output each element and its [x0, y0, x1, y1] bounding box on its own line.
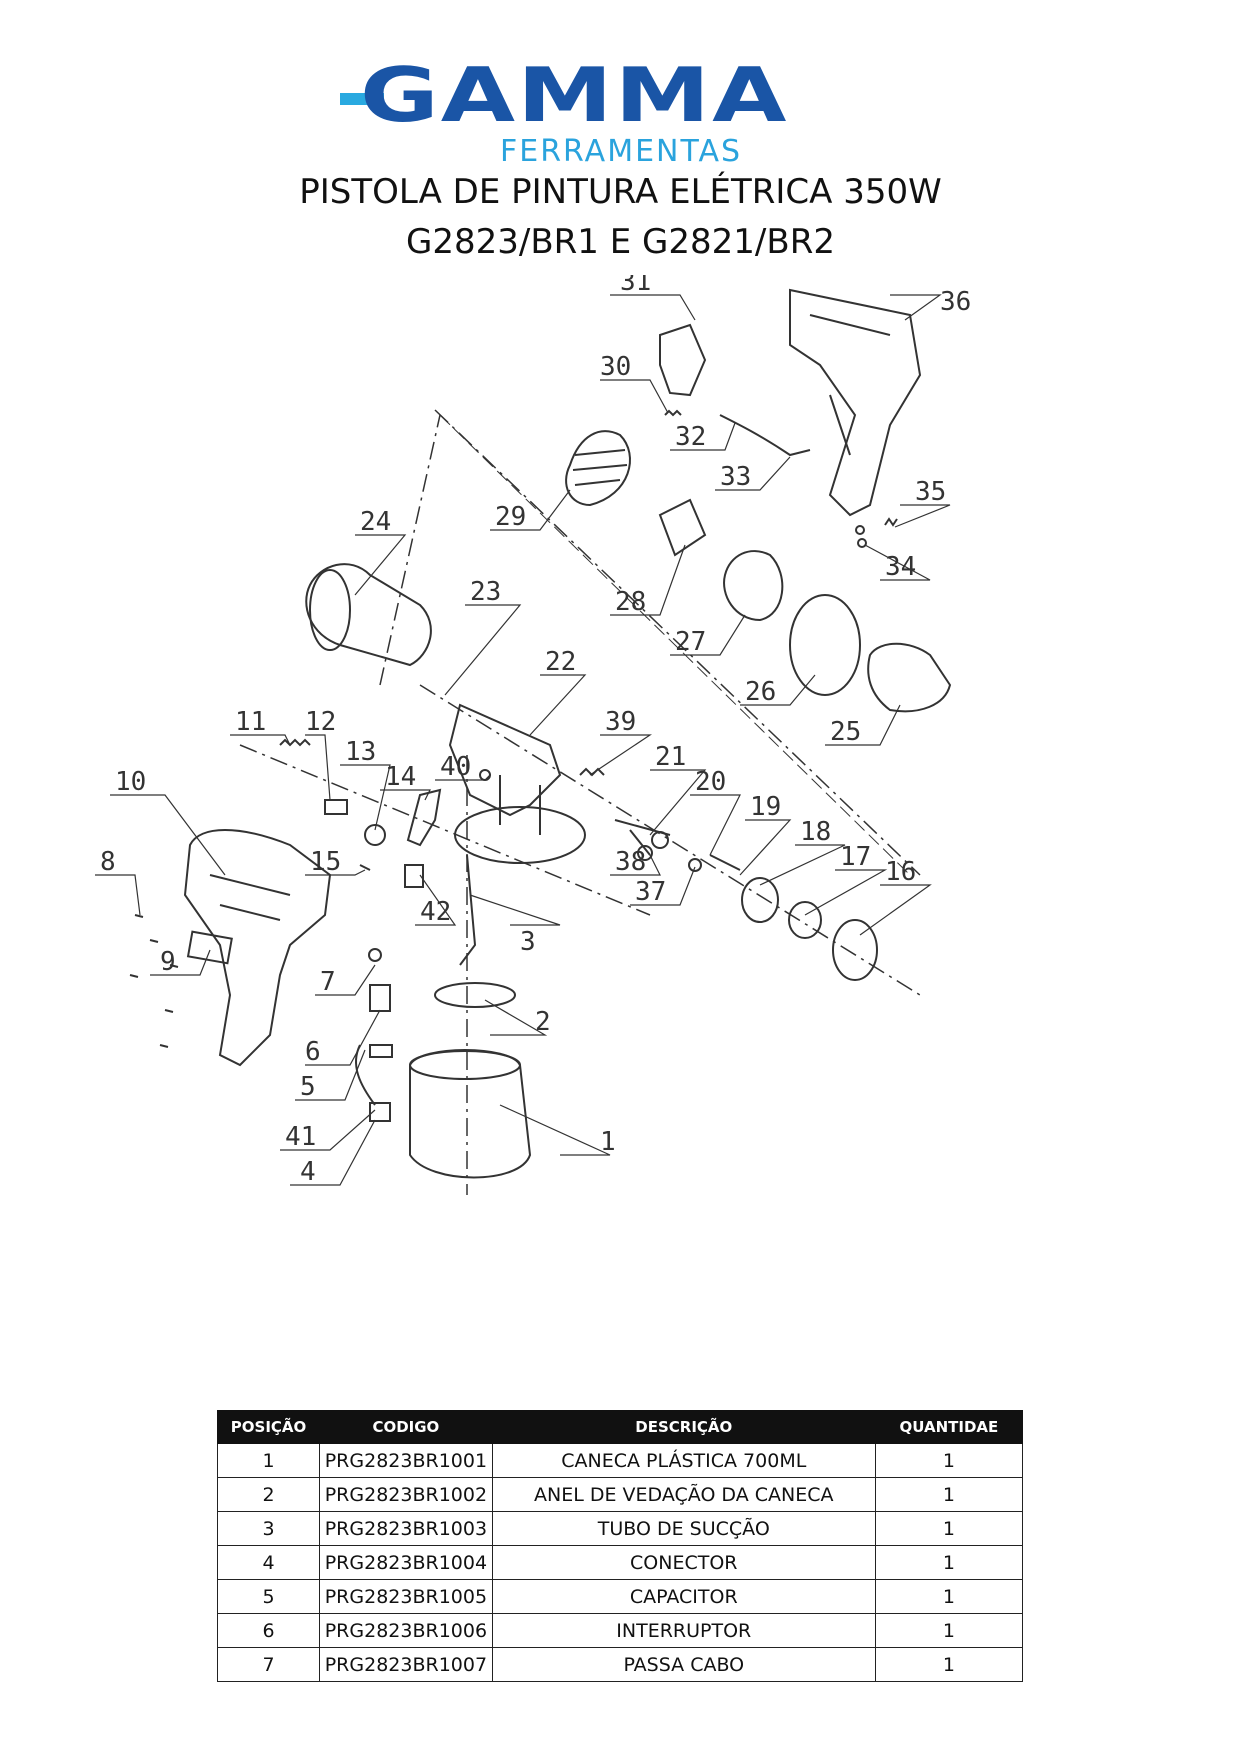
cell-description: TUBO DE SUCÇÃO: [491, 1511, 876, 1546]
diagram-label-17: 17: [840, 842, 871, 872]
diagram-label-28: 28: [615, 587, 646, 617]
diagram-label-40: 40: [440, 752, 471, 782]
diagram-label-16: 16: [885, 857, 916, 887]
cell-quantity: 1: [874, 1613, 1024, 1648]
parts-table: POSIÇÃO CODIGO DESCRIÇÃO QUANTIDAE 1 PRG…: [216, 1410, 1024, 1682]
diagram-label-25: 25: [830, 717, 861, 747]
exploded-view-diagram: 31 30 32 33 29 24 23 28 27 26 25 22 39 2…: [90, 267, 1090, 1335]
diagram-label-31: 31: [620, 275, 651, 297]
diagram-label-42: 42: [420, 897, 451, 927]
diagram-label-34: 34: [885, 552, 916, 582]
diagram-label-39: 39: [605, 707, 636, 737]
diagram-label-33: 33: [720, 462, 751, 492]
cell-code: PRG2823BR1007: [319, 1647, 493, 1682]
diagram-label-1: 1: [600, 1127, 616, 1157]
diagram-label-14: 14: [385, 762, 416, 792]
diagram-label-8: 8: [100, 847, 116, 877]
exploded-view-svg: 31 30 32 33 29 24 23 28 27 26 25 22 39 2…: [95, 267, 971, 1195]
table-row: 2 PRG2823BR1002 ANEL DE VEDAÇÃO DA CANEC…: [216, 1477, 1024, 1512]
diagram-label-36: 36: [940, 287, 971, 317]
diagram-label-22: 22: [545, 647, 576, 677]
logo-subtitle: FERRAMENTAS: [500, 134, 743, 169]
cell-description: CONECTOR: [491, 1545, 876, 1580]
table-row: 3 PRG2823BR1003 TUBO DE SUCÇÃO 1: [216, 1511, 1024, 1546]
table-row: 4 PRG2823BR1004 CONECTOR 1: [216, 1545, 1024, 1580]
header-quantity: QUANTIDAE: [874, 1410, 1024, 1444]
diagram-label-3: 3: [520, 927, 536, 957]
cell-code: PRG2823BR1006: [319, 1613, 493, 1648]
cell-position: 7: [216, 1647, 321, 1682]
diagram-label-32: 32: [675, 422, 706, 452]
cell-position: 6: [216, 1613, 321, 1648]
cell-quantity: 1: [874, 1647, 1024, 1682]
diagram-label-41: 41: [285, 1122, 316, 1152]
diagram-label-37: 37: [635, 877, 666, 907]
diagram-label-9: 9: [160, 947, 176, 977]
cell-position: 2: [216, 1477, 321, 1512]
table-row: 1 PRG2823BR1001 CANECA PLÁSTICA 700ML 1: [216, 1443, 1024, 1478]
table-row: 7 PRG2823BR1007 PASSA CABO 1: [216, 1647, 1024, 1682]
cell-quantity: 1: [874, 1477, 1024, 1512]
diagram-label-24: 24: [360, 507, 391, 537]
diagram-label-38: 38: [615, 847, 646, 877]
cell-quantity: 1: [874, 1579, 1024, 1614]
diagram-label-18: 18: [800, 817, 831, 847]
cell-quantity: 1: [874, 1443, 1024, 1478]
diagram-label-29: 29: [495, 502, 526, 532]
cell-position: 4: [216, 1545, 321, 1580]
cell-description: ANEL DE VEDAÇÃO DA CANECA: [491, 1477, 876, 1512]
cell-quantity: 1: [874, 1545, 1024, 1580]
diagram-label-35: 35: [915, 477, 946, 507]
cell-position: 1: [216, 1443, 321, 1478]
cell-description: INTERRUPTOR: [491, 1613, 876, 1648]
diagram-label-20: 20: [695, 767, 726, 797]
cell-description: PASSA CABO: [491, 1647, 876, 1682]
diagram-label-4: 4: [300, 1157, 316, 1187]
logo-accent-bar: [340, 93, 384, 105]
diagram-label-12: 12: [305, 707, 336, 737]
document-model: G2823/BR1 E G2821/BR2: [406, 222, 835, 262]
cell-code: PRG2823BR1005: [319, 1579, 493, 1614]
diagram-label-6: 6: [305, 1037, 321, 1067]
diagram-label-5: 5: [300, 1072, 316, 1102]
cell-quantity: 1: [874, 1511, 1024, 1546]
cell-description: CAPACITOR: [491, 1579, 876, 1614]
diagram-label-30: 30: [600, 352, 631, 382]
gamma-logo: GAMMA FERRAMENTAS: [340, 51, 900, 169]
header-description: DESCRIÇÃO: [491, 1410, 876, 1444]
diagram-label-11: 11: [235, 707, 266, 737]
table-header-row: POSIÇÃO CODIGO DESCRIÇÃO QUANTIDAE: [216, 1410, 1024, 1444]
cell-position: 3: [216, 1511, 321, 1546]
table-row: 6 PRG2823BR1006 INTERRUPTOR 1: [216, 1613, 1024, 1648]
cell-code: PRG2823BR1003: [319, 1511, 493, 1546]
diagram-label-15: 15: [310, 847, 341, 877]
logo-wordmark: GAMMA: [360, 51, 789, 140]
diagram-label-2: 2: [535, 1007, 551, 1037]
diagram-label-10: 10: [115, 767, 146, 797]
cell-description: CANECA PLÁSTICA 700ML: [491, 1443, 876, 1478]
table-row: 5 PRG2823BR1005 CAPACITOR 1: [216, 1579, 1024, 1614]
cell-code: PRG2823BR1004: [319, 1545, 493, 1580]
diagram-label-26: 26: [745, 677, 776, 707]
cell-code: PRG2823BR1002: [319, 1477, 493, 1512]
header-code: CODIGO: [319, 1410, 493, 1444]
document-title: PISTOLA DE PINTURA ELÉTRICA 350W: [299, 172, 942, 212]
cell-code: PRG2823BR1001: [319, 1443, 493, 1478]
header-position: POSIÇÃO: [216, 1410, 321, 1444]
diagram-label-21: 21: [655, 742, 686, 772]
cell-position: 5: [216, 1579, 321, 1614]
diagram-label-23: 23: [470, 577, 501, 607]
diagram-label-27: 27: [675, 627, 706, 657]
diagram-label-19: 19: [750, 792, 781, 822]
diagram-label-7: 7: [320, 967, 336, 997]
diagram-label-13: 13: [345, 737, 376, 767]
